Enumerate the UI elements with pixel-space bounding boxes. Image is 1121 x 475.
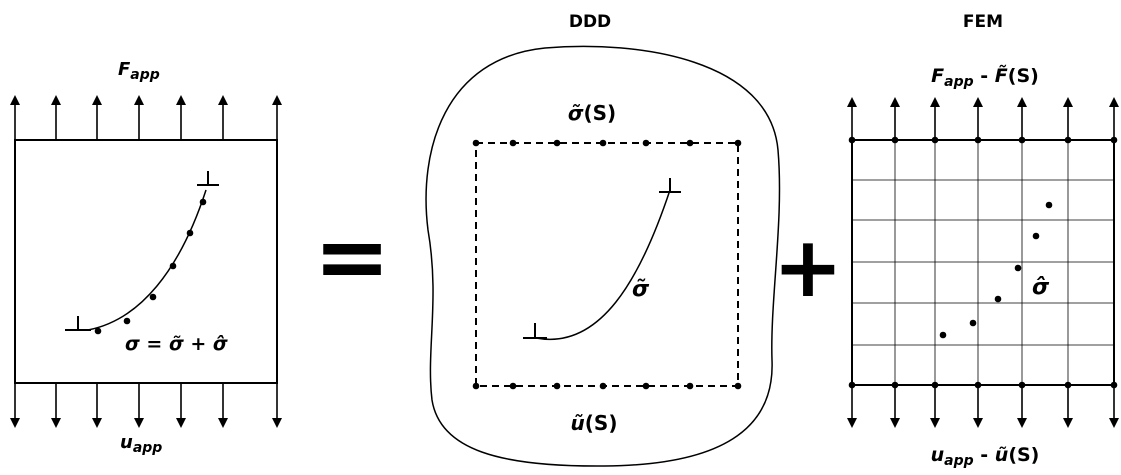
left-panel: Fapp uapp σ = σ̃ + σ̂ <box>10 59 282 456</box>
node-dot <box>553 139 561 147</box>
fem-panel: FEM Fapp - F̃(S) uapp - ũ(S) σ̂ <box>847 12 1119 469</box>
stress-equation: σ = σ̃ + σ̂ <box>125 333 228 355</box>
node-dot <box>686 382 694 390</box>
node-dot <box>599 139 607 147</box>
plus-sign: + <box>773 218 843 316</box>
node-dot <box>974 381 982 389</box>
node-dot <box>1014 264 1022 272</box>
ddd-title: DDD <box>569 12 611 32</box>
node-dot <box>509 139 517 147</box>
fem-bottom-arrows <box>847 381 1119 428</box>
node-dot <box>969 319 977 327</box>
dislocation-symbol-end <box>197 171 219 186</box>
node-dot <box>199 198 207 206</box>
ddd-panel: DDD σ̃(S) ũ(S) σ̃ <box>425 12 781 467</box>
fem-top-arrows <box>847 97 1119 144</box>
node-dot <box>891 136 899 144</box>
node-dot <box>734 139 742 147</box>
node-dot <box>1018 136 1026 144</box>
ddd-dislocation-curve <box>535 189 671 341</box>
node-dot <box>1032 232 1040 240</box>
left-body-box <box>14 139 278 384</box>
node-dot <box>149 293 157 301</box>
dislocation-symbol-start <box>65 316 91 331</box>
node-dot <box>686 139 694 147</box>
fem-bottom-displacement-label: uapp - ũ(S) <box>931 444 1040 469</box>
left-curve-nodes <box>94 198 207 335</box>
node-dot <box>931 381 939 389</box>
dislocation-symbol-end <box>659 178 681 193</box>
ddd-dashed-box <box>475 142 739 387</box>
node-dot <box>931 136 939 144</box>
node-dot <box>123 317 131 325</box>
dislocation-symbol-start <box>523 323 547 339</box>
node-dot <box>734 382 742 390</box>
node-dot <box>472 382 480 390</box>
node-dot <box>169 262 177 270</box>
left-top-label: Fapp <box>118 59 160 83</box>
node-dot <box>974 136 982 144</box>
node-dot <box>94 327 102 335</box>
node-dot <box>994 295 1002 303</box>
node-dot <box>642 382 650 390</box>
fem-points-stress-label: σ̂ <box>1032 275 1050 300</box>
equals-sign: = <box>313 203 390 310</box>
node-dot <box>186 229 194 237</box>
ddd-bottom-nodes <box>472 382 742 390</box>
ddd-top-nodes <box>472 139 742 147</box>
node-dot <box>509 382 517 390</box>
fem-title: FEM <box>963 12 1003 32</box>
ddd-bottom-displacement-label: ũ(S) <box>571 411 618 435</box>
node-dot <box>1110 136 1118 144</box>
node-dot <box>472 139 480 147</box>
node-dot <box>848 381 856 389</box>
node-dot <box>642 139 650 147</box>
left-dislocation-curve <box>87 189 207 331</box>
node-dot <box>891 381 899 389</box>
node-dot <box>939 331 947 339</box>
left-top-arrows <box>10 95 282 140</box>
fem-mesh-grid <box>852 140 1114 385</box>
fem-body-box <box>851 139 1115 386</box>
node-dot <box>1018 381 1026 389</box>
node-dot <box>599 382 607 390</box>
node-dot <box>1064 136 1072 144</box>
node-dot <box>848 136 856 144</box>
ddd-curve-stress-label: σ̃ <box>632 277 650 302</box>
node-dot <box>553 382 561 390</box>
node-dot <box>1064 381 1072 389</box>
left-bottom-label: uapp <box>120 432 162 456</box>
left-bottom-arrows <box>10 383 282 428</box>
node-dot <box>1045 201 1053 209</box>
ddd-top-traction-label: σ̃(S) <box>568 101 616 125</box>
ddd-infinite-domain-boundary <box>425 45 781 467</box>
fem-stress-points <box>939 201 1053 339</box>
node-dot <box>1110 381 1118 389</box>
fem-top-traction-label: Fapp - F̃(S) <box>931 65 1039 90</box>
